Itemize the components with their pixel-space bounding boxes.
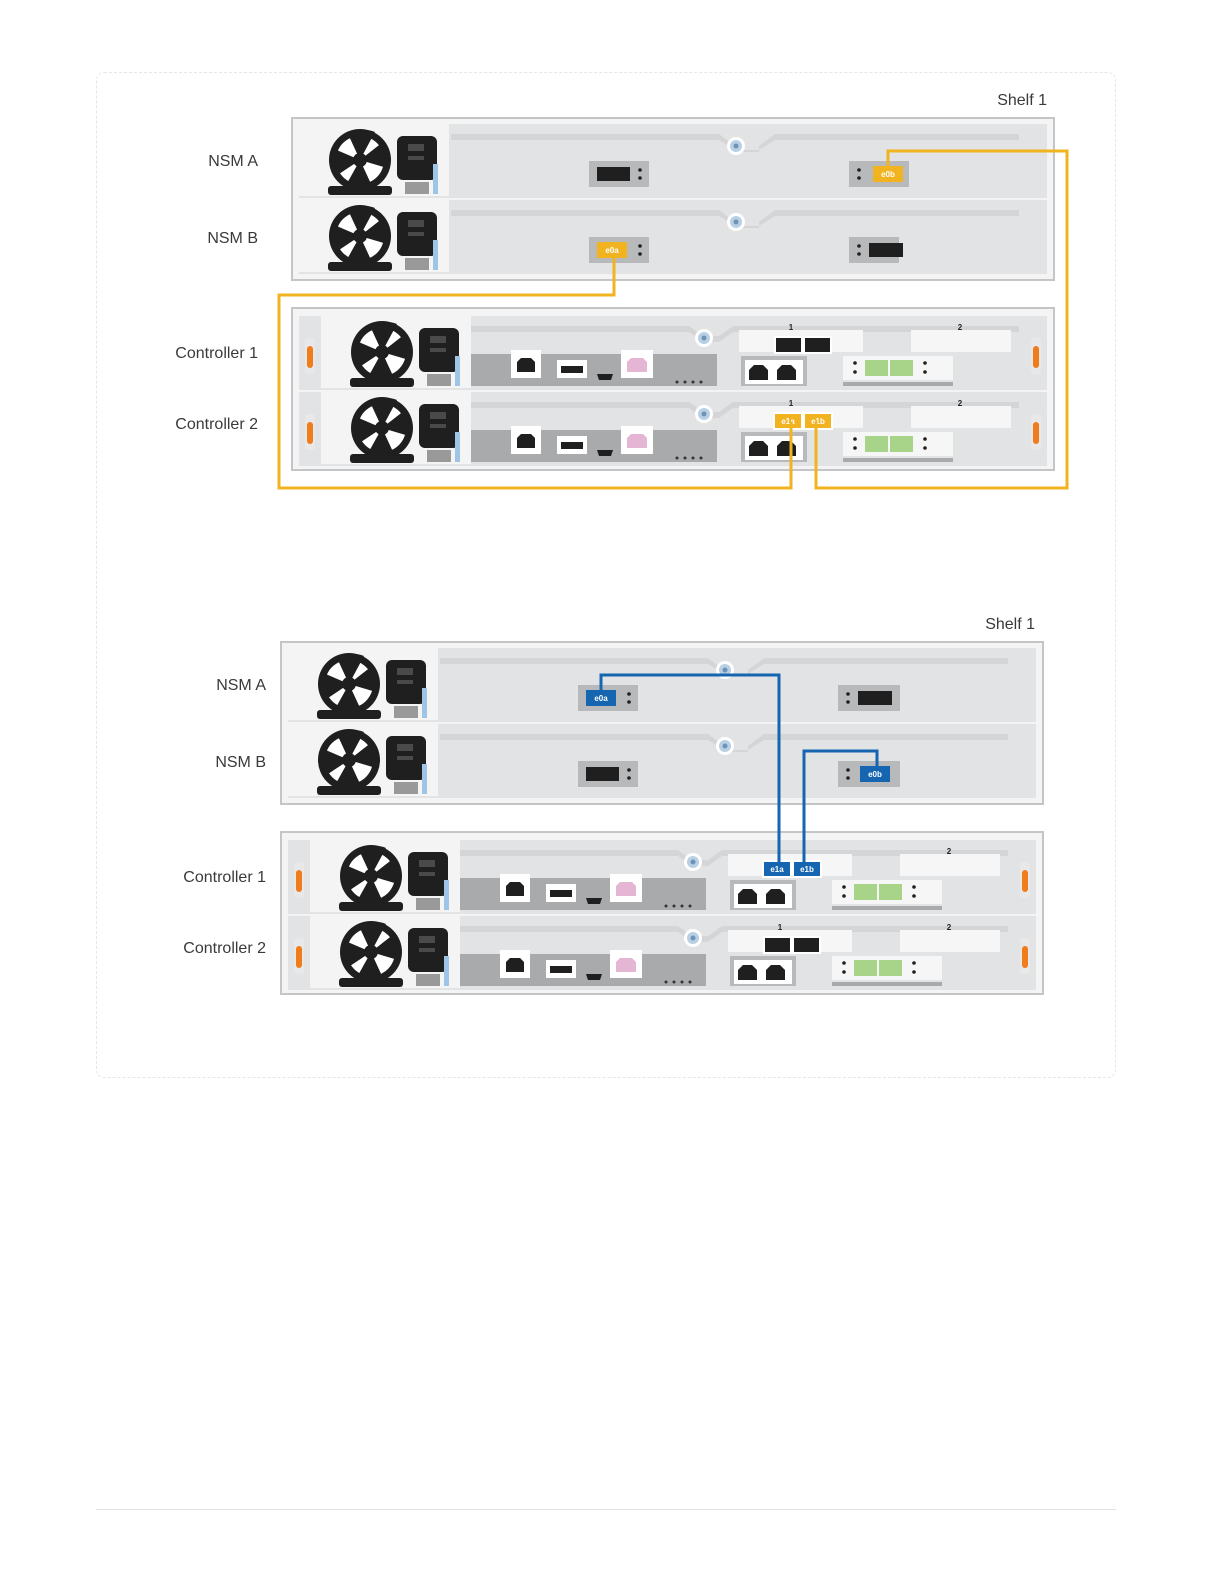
controller-2-module: 1 2: [288, 916, 1036, 990]
diagram-2: Shelf 1 e0a: [183, 616, 1043, 994]
port-label: e0a: [605, 246, 619, 255]
nsm-a-label: NSM A: [208, 153, 258, 170]
nsm-b-module: e0a: [299, 200, 1047, 274]
svg-text:2: 2: [947, 847, 952, 856]
controller-2-label: Controller 2: [183, 940, 266, 957]
shelf-label: Shelf 1: [997, 92, 1047, 109]
svg-text:2: 2: [947, 923, 952, 932]
svg-text:e1b: e1b: [800, 865, 814, 874]
controller-2-module: e1a e1b 1 2: [299, 392, 1047, 466]
controller-1-module: 1 2: [299, 316, 1047, 390]
port-label: e0a: [594, 694, 608, 703]
svg-text:1: 1: [778, 923, 783, 932]
nsm-b-label: NSM B: [207, 230, 258, 247]
controller-1-cabled-ports: e1a e1b: [762, 860, 822, 878]
port-label: e0b: [881, 170, 895, 179]
svg-text:2: 2: [958, 323, 963, 332]
nsm-a-port-group: e0b: [849, 161, 909, 187]
footer-divider: [96, 1509, 1116, 1510]
svg-text:1: 1: [789, 399, 794, 408]
svg-text:2: 2: [958, 399, 963, 408]
controller-1-module: e1a e1b 2: [288, 840, 1036, 914]
controller-2-label: Controller 2: [175, 416, 258, 433]
svg-text:e1a: e1a: [770, 865, 784, 874]
port-label: e0b: [868, 770, 882, 779]
controller-2-cabled-ports: e1a e1b: [773, 412, 833, 430]
nsm-b-module: e0b: [288, 724, 1036, 798]
nsm-a-module: e0a: [288, 648, 1036, 722]
nsm-a-label: NSM A: [216, 677, 266, 694]
diagram-1: Shelf 1 e0b e0a: [175, 92, 1067, 488]
nsm-a-module: e0b: [299, 124, 1047, 198]
svg-text:e1b: e1b: [811, 417, 825, 426]
nsm-a-port-group: e0a: [578, 685, 638, 711]
svg-text:1: 1: [789, 323, 794, 332]
nsm-b-port-group: e0b: [838, 761, 900, 787]
controller-1-label: Controller 1: [175, 345, 258, 362]
nsm-b-label: NSM B: [215, 754, 266, 771]
shelf-label: Shelf 1: [985, 616, 1035, 633]
nsm-b-port-group: e0a: [589, 237, 649, 263]
svg-text:e1a: e1a: [781, 417, 795, 426]
controller-1-label: Controller 1: [183, 869, 266, 886]
